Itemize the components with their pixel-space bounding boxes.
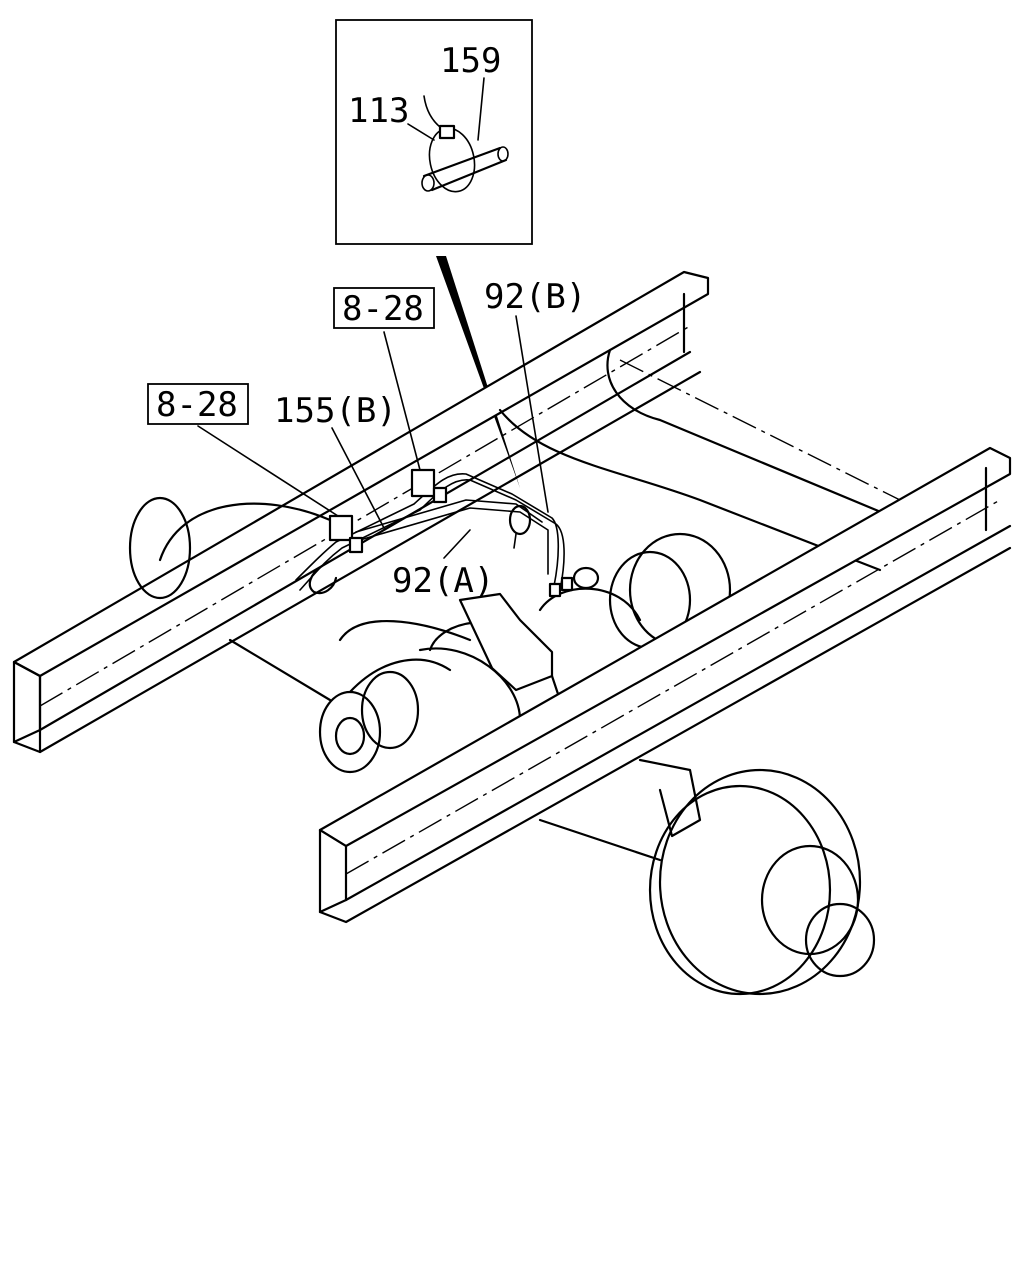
air-lines: [295, 468, 574, 598]
frame-rail-lower: [318, 446, 1012, 924]
callout-113: 113: [348, 91, 409, 131]
callout-159: 159: [440, 41, 501, 81]
ref-label-8-28-upper: 8-28: [342, 289, 424, 329]
detail-pointer: [436, 256, 520, 488]
callout-92a: 92(A): [392, 561, 494, 601]
ref-box-8-28-upper[interactable]: 8-28: [333, 287, 435, 329]
cross-member: [498, 348, 902, 572]
frame-rail-upper: [12, 270, 710, 754]
leader-lines: [197, 315, 549, 559]
detail-inset: [335, 19, 533, 245]
rear-axle: [128, 496, 732, 774]
wheel-hub: [538, 758, 876, 996]
ref-label-8-28-left: 8-28: [156, 385, 238, 425]
ref-box-8-28-left[interactable]: 8-28: [147, 383, 249, 425]
callout-92b: 92(B): [484, 277, 586, 317]
callout-155b: 155(B): [274, 391, 397, 431]
